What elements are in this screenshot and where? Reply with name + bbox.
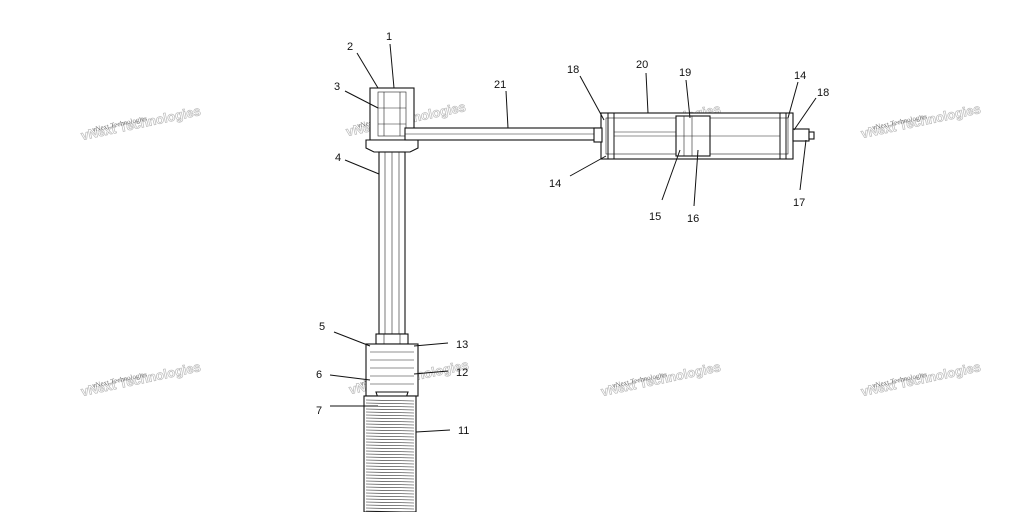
spring-coil-line (365, 408, 415, 411)
spring-coil-line (365, 414, 415, 417)
callout-19: 19 (679, 67, 691, 79)
callout-20: 20 (636, 59, 648, 71)
callout-16: 16 (687, 213, 699, 225)
callout-2: 2 (347, 41, 353, 53)
spring-coil-line (365, 462, 415, 465)
callout-5: 5 (319, 321, 325, 333)
horizontal-arm (404, 127, 602, 141)
spring-coil-line (365, 501, 415, 504)
leader-17 (799, 139, 807, 191)
lower-coupling (365, 333, 419, 405)
callout-12: 12 (456, 367, 468, 379)
leader-1 (389, 43, 395, 89)
spring-coil-line (365, 432, 415, 435)
vertical-rod (378, 151, 406, 335)
spring-coil-line (365, 477, 415, 480)
callout-18-right: 18 (817, 87, 829, 99)
leader-14b (787, 81, 799, 119)
spring-coil-line (365, 417, 415, 420)
spring-coil-line (365, 435, 415, 438)
spring-coil-line (365, 399, 415, 402)
watermarks: vNext Technologies vNext Technologies vN… (79, 99, 982, 400)
spring-coil-line (365, 447, 415, 450)
callout-15: 15 (649, 211, 661, 223)
spring-coil-line (365, 429, 415, 432)
spring-coil-line (365, 426, 415, 429)
callout-17: 17 (793, 197, 805, 209)
leader-11 (415, 429, 451, 433)
lower-spring (363, 395, 417, 512)
callout-18-left: 18 (567, 64, 579, 76)
spring-coil-line (365, 474, 415, 477)
spring-coil-line (365, 504, 415, 507)
right-fitting-tip (808, 131, 815, 140)
collar (375, 333, 409, 345)
clamp-insert (377, 91, 407, 137)
spring-coil-line (365, 498, 415, 501)
clamp-base (365, 139, 419, 153)
leader-6 (329, 374, 371, 381)
spring-coil-line (365, 486, 415, 489)
coupling-housing (365, 343, 419, 397)
spring-coil-line (365, 480, 415, 483)
spring-coil-line (365, 402, 415, 405)
callout-7: 7 (316, 405, 322, 417)
spring-coil-line (365, 471, 415, 474)
leader-14a (569, 155, 607, 177)
callout-14-right: 14 (794, 70, 806, 82)
leader-19 (685, 79, 691, 119)
callout-21: 21 (494, 79, 506, 91)
callout-3: 3 (334, 81, 340, 93)
spring-coil-line (365, 438, 415, 441)
spring-coil-line (365, 489, 415, 492)
callouts: 1 2 3 4 5 6 7 11 12 13 14 14 15 16 17 18… (316, 31, 829, 437)
leader-20 (645, 72, 649, 114)
spring-coil-line (365, 420, 415, 423)
spring-coil-line (365, 507, 415, 510)
leader-18b (793, 97, 817, 131)
callout-14-left: 14 (549, 178, 561, 190)
spring-coil-line (365, 444, 415, 447)
left-fitting (593, 127, 603, 143)
leader-21 (505, 90, 509, 129)
leader-16 (693, 149, 699, 207)
spring-coil-line (365, 456, 415, 459)
spring-coil-line (365, 453, 415, 456)
leader-lines (329, 43, 817, 433)
right-fitting (792, 128, 810, 142)
callout-1: 1 (386, 31, 392, 43)
leader-2 (356, 52, 379, 89)
leader-15 (661, 149, 681, 201)
spring-coil-line (365, 483, 415, 486)
spring-coil-line (365, 495, 415, 498)
leader-5 (333, 331, 371, 347)
leader-13 (413, 342, 449, 347)
leader-3 (344, 90, 379, 109)
spring-coil-line (365, 423, 415, 426)
spring-coil-line (365, 465, 415, 468)
spring-coil-line (365, 441, 415, 444)
spring-coil-line (365, 459, 415, 462)
spring-coil-line (365, 492, 415, 495)
callout-6: 6 (316, 369, 322, 381)
callout-4: 4 (335, 152, 341, 164)
callout-13: 13 (456, 339, 468, 351)
callout-11: 11 (458, 425, 469, 437)
leader-4 (344, 159, 380, 175)
top-clamp-assembly (365, 87, 419, 153)
leader-18a (579, 75, 605, 121)
leader-12 (413, 370, 449, 375)
spring-coil-line (365, 411, 415, 414)
spring-coils (365, 399, 415, 512)
spring-coil-line (365, 468, 415, 471)
cylinder-assembly (593, 112, 815, 160)
spring-coil-line (365, 450, 415, 453)
